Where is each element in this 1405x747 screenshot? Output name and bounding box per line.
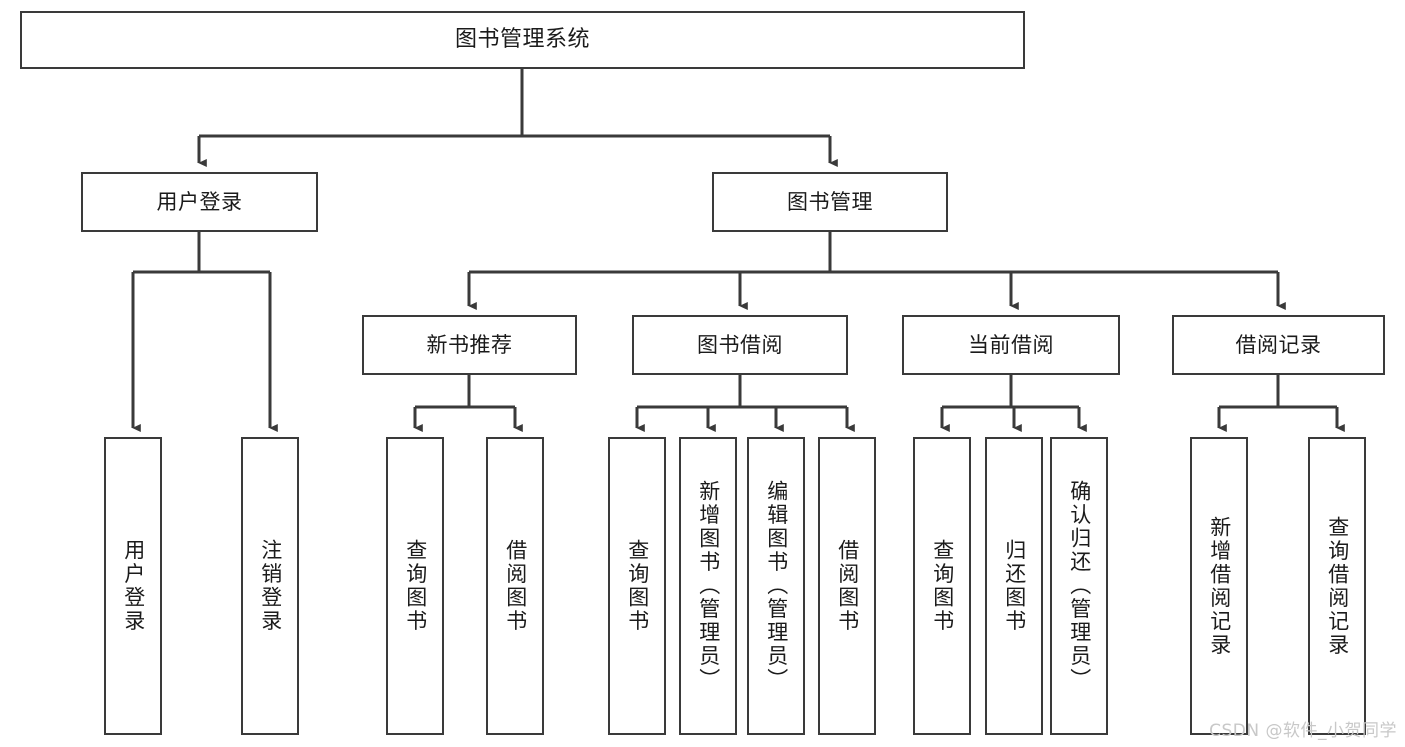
node-leaf-add-record[interactable]: 新增借阅记录 — [1190, 437, 1248, 735]
node-leaf-query-book-rec-label: 查询图书 — [403, 539, 428, 633]
node-leaf-query-book-cur-label: 查询图书 — [930, 539, 955, 633]
node-leaf-query-book-borrow-label: 查询图书 — [625, 539, 650, 633]
node-root[interactable]: 图书管理系统 — [20, 11, 1025, 69]
node-leaf-user-logout-label: 注销登录 — [258, 539, 283, 633]
node-current-borrow-label: 当前借阅 — [968, 332, 1054, 357]
node-leaf-user-logout[interactable]: 注销登录 — [241, 437, 299, 735]
node-leaf-confirm-return-label: 确认归还（管理员） — [1067, 480, 1092, 692]
node-leaf-user-login[interactable]: 用户登录 — [104, 437, 162, 735]
node-user-login[interactable]: 用户登录 — [81, 172, 318, 232]
node-book-manage[interactable]: 图书管理 — [712, 172, 948, 232]
node-leaf-borrow-book[interactable]: 借阅图书 — [818, 437, 876, 735]
node-current-borrow[interactable]: 当前借阅 — [902, 315, 1120, 375]
node-leaf-query-book-rec[interactable]: 查询图书 — [386, 437, 444, 735]
node-new-book-rec[interactable]: 新书推荐 — [362, 315, 577, 375]
node-new-book-rec-label: 新书推荐 — [426, 332, 513, 357]
node-leaf-add-book[interactable]: 新增图书（管理员） — [679, 437, 737, 735]
node-root-label: 图书管理系统 — [454, 27, 590, 53]
node-leaf-return-book[interactable]: 归还图书 — [985, 437, 1043, 735]
watermark-text: CSDN @软件_小贺同学 — [1209, 721, 1397, 741]
node-book-borrow[interactable]: 图书借阅 — [632, 315, 848, 375]
node-user-login-label: 用户登录 — [156, 189, 243, 214]
node-leaf-query-record[interactable]: 查询借阅记录 — [1308, 437, 1366, 735]
node-borrow-record[interactable]: 借阅记录 — [1172, 315, 1385, 375]
node-book-manage-label: 图书管理 — [787, 189, 873, 214]
node-leaf-query-book-borrow[interactable]: 查询图书 — [608, 437, 666, 735]
node-book-borrow-label: 图书借阅 — [697, 332, 783, 357]
node-leaf-user-login-label: 用户登录 — [121, 539, 146, 633]
node-leaf-edit-book[interactable]: 编辑图书（管理员） — [747, 437, 805, 735]
node-leaf-query-record-label: 查询借阅记录 — [1325, 515, 1350, 657]
node-leaf-return-book-label: 归还图书 — [1002, 539, 1027, 633]
node-leaf-add-record-label: 新增借阅记录 — [1207, 515, 1232, 657]
node-leaf-add-book-label: 新增图书（管理员） — [696, 480, 721, 692]
node-leaf-edit-book-label: 编辑图书（管理员） — [764, 480, 789, 692]
node-borrow-record-label: 借阅记录 — [1235, 332, 1322, 357]
node-leaf-query-book-cur[interactable]: 查询图书 — [913, 437, 971, 735]
node-leaf-borrow-book-rec[interactable]: 借阅图书 — [486, 437, 544, 735]
node-leaf-borrow-book-rec-label: 借阅图书 — [503, 539, 528, 633]
node-leaf-borrow-book-label: 借阅图书 — [835, 539, 860, 633]
node-leaf-confirm-return[interactable]: 确认归还（管理员） — [1050, 437, 1108, 735]
